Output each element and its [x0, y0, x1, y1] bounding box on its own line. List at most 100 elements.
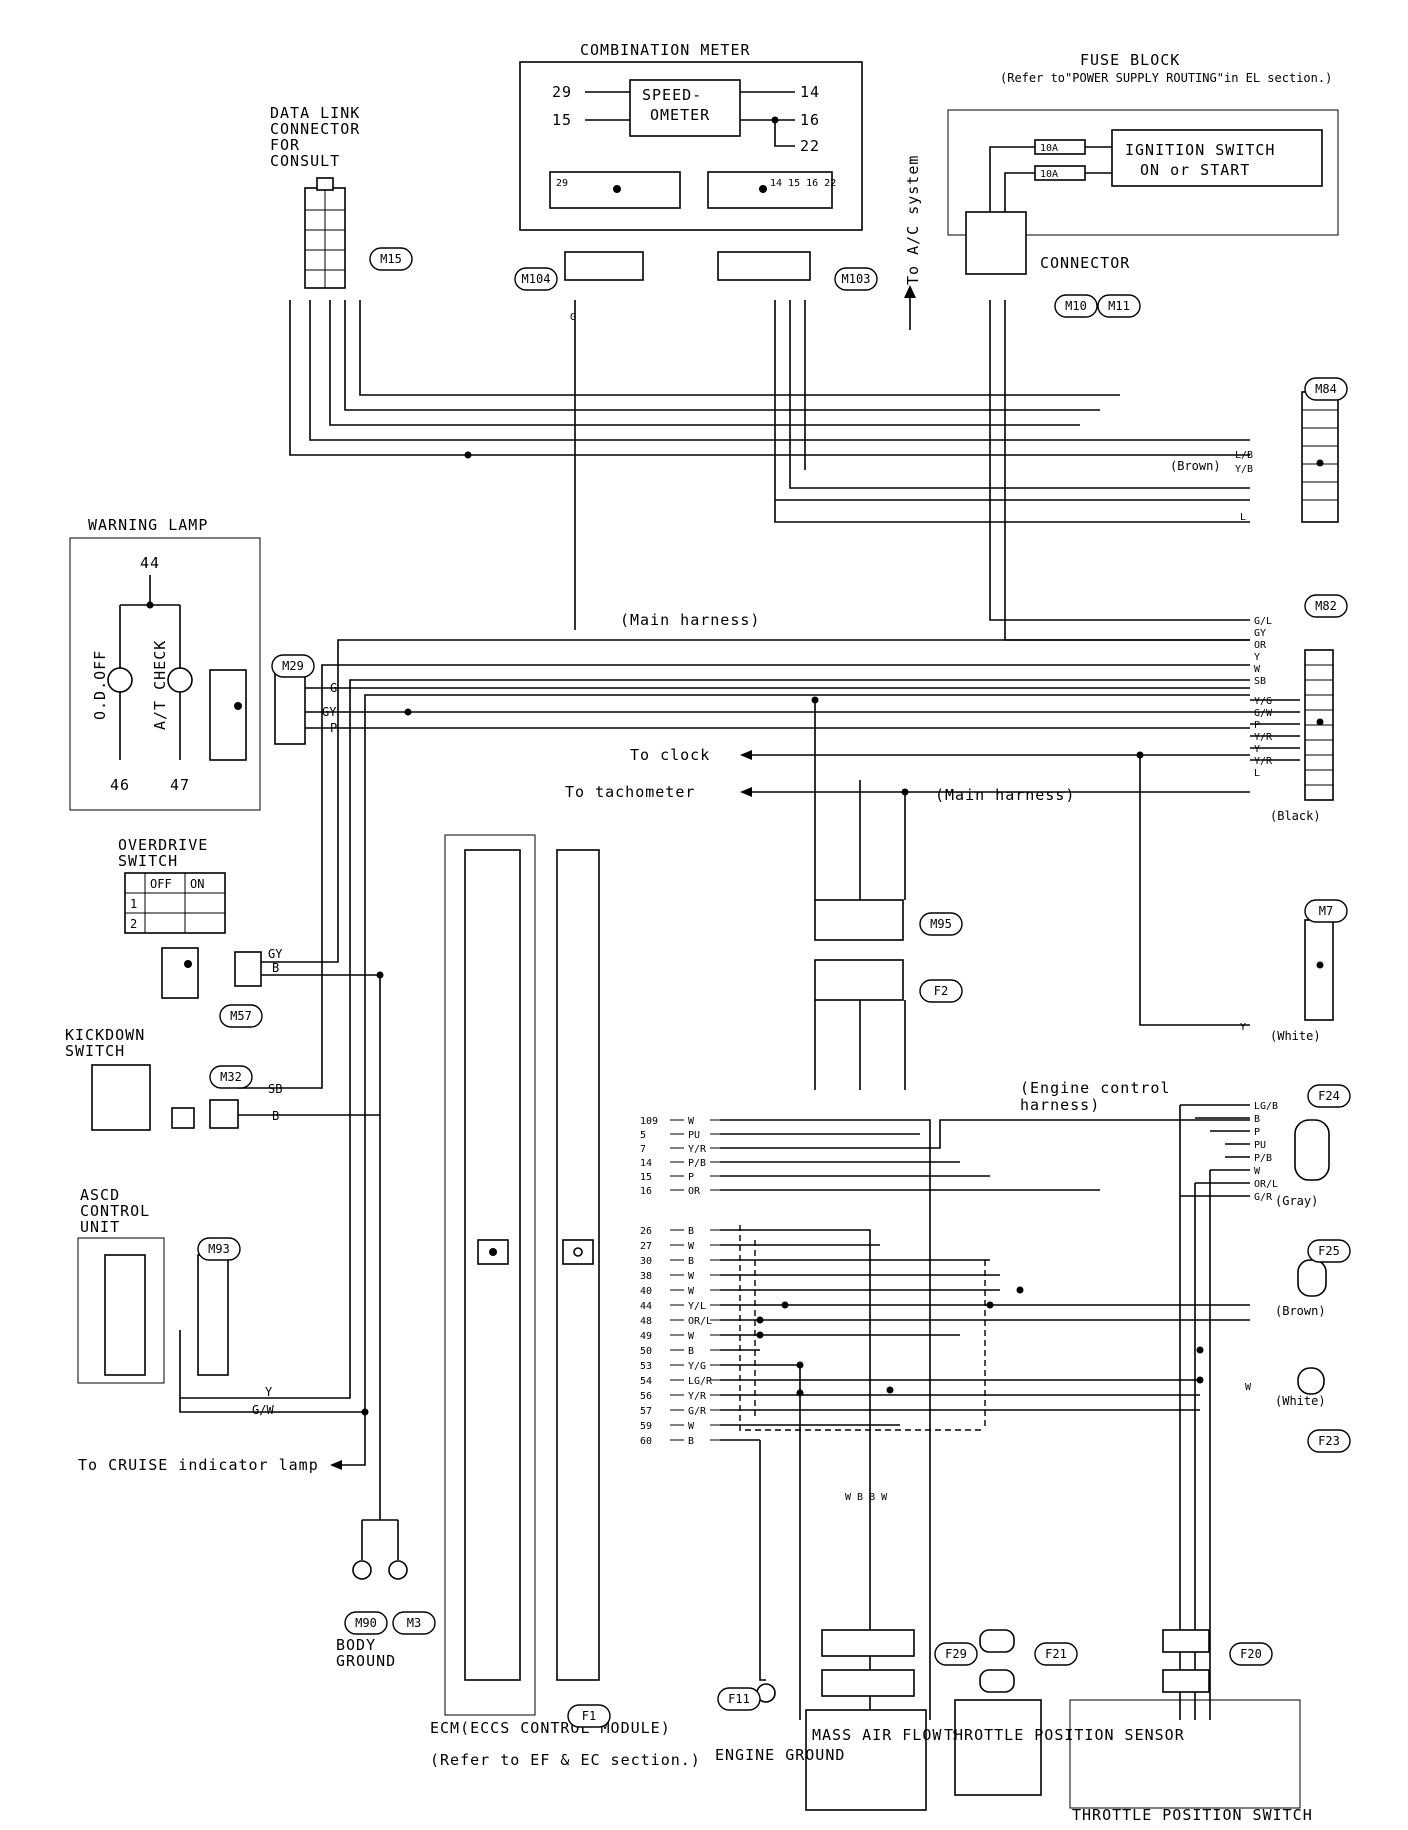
m7-color-label: (White) — [1270, 1029, 1321, 1043]
ecm-wire-pin: 30 — [640, 1256, 652, 1267]
ignition-switch-state: ON or START — [1140, 161, 1250, 179]
connector-tag-label: M104 — [522, 272, 551, 286]
ascd-wire-gw: G/W — [252, 1403, 274, 1417]
connector-tag-label: M29 — [282, 659, 304, 673]
connector-f29 — [821, 1629, 915, 1657]
connector-tag-label: M82 — [1315, 599, 1337, 613]
ecm-wire-color: W — [688, 1116, 695, 1127]
connector-tag-m3: M3 — [392, 1611, 436, 1635]
ignition-switch — [1111, 129, 1323, 187]
ascd-title-1: ASCD — [80, 1186, 120, 1204]
connector-tag-m90: M90 — [344, 1611, 388, 1635]
ecm-wire-color: W — [688, 1271, 695, 1282]
f23-wire-w: W — [1245, 1382, 1252, 1393]
dlc-title-4: CONSULT — [270, 152, 340, 170]
ecm-wire-color: B — [688, 1436, 694, 1447]
connector-m95 — [814, 899, 904, 941]
connector-tag-label: F21 — [1045, 1647, 1067, 1661]
f23-color-label: (White) — [1275, 1394, 1326, 1408]
m82-color-label: (Black) — [1270, 809, 1321, 823]
connector-m10-m11 — [965, 211, 1027, 275]
m82-wire-color: Y/G — [1254, 696, 1272, 707]
connector-m104 — [564, 251, 644, 281]
ignition-switch-label: IGNITION SWITCH — [1125, 141, 1275, 159]
connector-tag-f1: F1 — [567, 1704, 611, 1728]
connector-tag-label: M103 — [842, 272, 871, 286]
kickdown-switch: KICKDOWN SWITCH — [65, 1026, 195, 1131]
m84-color-label: (Brown) — [1170, 459, 1221, 473]
meter-pin-15: 15 — [552, 111, 572, 129]
m82-wire-color: G/L — [1254, 616, 1272, 627]
warning-lamp: WARNING LAMP 44 O.D.OFF A/T CHECK 46 47 — [69, 516, 261, 811]
dlc-title-3: FOR — [270, 136, 300, 154]
connector-tag-m29: M29 — [271, 654, 315, 678]
ecm-wire-color: PU — [688, 1130, 700, 1141]
connector-tag-m10: M10 — [1054, 294, 1098, 318]
overdrive-row-2: 2 — [130, 917, 137, 931]
connector-tag-label: M15 — [380, 252, 402, 266]
connector-m29 — [274, 671, 306, 745]
ecm-wire-pin: 56 — [640, 1391, 652, 1402]
connector-tag-m95: M95 — [919, 912, 963, 936]
m82-wire-color: Y/R — [1254, 756, 1273, 767]
ecm-wire-pin: 48 — [640, 1316, 652, 1327]
tp-switch-title: THROTTLE POSITION SWITCH — [1072, 1806, 1313, 1824]
ground-m90-icon — [352, 1560, 372, 1580]
connector-tag-m84: M84 — [1304, 377, 1348, 401]
svg-text:10A: 10A — [1040, 143, 1058, 154]
speedometer-label-1: SPEED- — [642, 86, 702, 104]
ecm-wire-pin: 49 — [640, 1331, 652, 1342]
kickdown-switch-icon — [91, 1064, 151, 1131]
connector-tag-f21: F21 — [1034, 1642, 1078, 1666]
overdrive-row-1: 1 — [130, 897, 137, 911]
meter-pin-22: 22 — [800, 137, 820, 155]
body-ground-label-1: BODY — [336, 1636, 376, 1654]
f24-wire-color: P/B — [1254, 1153, 1272, 1164]
throttle-position-sensor-icon — [954, 1699, 1042, 1796]
ecm-wire-color: W — [688, 1331, 695, 1342]
m29-wire-p: P — [330, 721, 337, 735]
connector-f24 — [1294, 1119, 1330, 1181]
meter-connector-a-pin: 29 — [556, 178, 568, 189]
connector-tag-m7: M7 — [1304, 899, 1348, 923]
connector-m103 — [717, 251, 811, 281]
svg-text:10A: 10A — [1040, 169, 1058, 180]
throttle-position-switch-box — [1069, 1699, 1301, 1809]
ecm-wire-color: B — [688, 1256, 694, 1267]
connector-tag-label: M95 — [930, 917, 952, 931]
connector-f21 — [979, 1629, 1015, 1653]
connector-tag-label: M32 — [220, 1070, 242, 1084]
fuse-block-note: (Refer to"POWER SUPPLY ROUTING"in EL sec… — [1000, 71, 1332, 85]
ecm-wire-pin: 44 — [640, 1301, 652, 1312]
ecm-wire-color: P — [688, 1172, 694, 1183]
ascd-title-2: CONTROL — [80, 1202, 150, 1220]
m82-wire-color: GY — [1254, 628, 1266, 639]
m82-wire-color: L — [1254, 768, 1260, 779]
connector-tag-m104: M104 — [514, 267, 558, 291]
overdrive-switch: OVERDRIVE SWITCH OFF ON 1 2 — [118, 836, 226, 999]
connector-tag-f11: F11 — [717, 1687, 761, 1711]
m29-wire-gy: GY — [322, 705, 337, 719]
ecm-wire-pin: 16 — [640, 1186, 652, 1197]
connector-tag-f20: F20 — [1229, 1642, 1273, 1666]
to-tachometer-label: To tachometer — [565, 783, 695, 801]
f24-wire-color: OR/L — [1254, 1179, 1278, 1190]
ecm-wire-pin: 54 — [640, 1376, 652, 1387]
kickdown-title-2: SWITCH — [65, 1042, 125, 1060]
connector-tag-m57: M57 — [219, 1004, 263, 1028]
connector-tag-m82: M82 — [1304, 594, 1348, 618]
warning-lamp-pin-46: 46 — [110, 776, 130, 794]
connector-m84 — [1301, 391, 1339, 523]
main-harness-label-2: (Main harness) — [935, 786, 1075, 804]
m82-wire-color: Y — [1254, 652, 1260, 663]
m82-wire-color: W — [1254, 664, 1261, 675]
kickdown-title-1: KICKDOWN — [65, 1026, 145, 1044]
m82-wire-color: P — [1254, 720, 1260, 731]
ecm-wire-color: Y/R — [688, 1391, 707, 1402]
ecm-wire-color: W — [688, 1286, 695, 1297]
connector-m32 — [209, 1099, 239, 1129]
connector-tag-label: F11 — [728, 1692, 750, 1706]
warning-lamp-pin-47: 47 — [170, 776, 190, 794]
f24-color-label: (Gray) — [1275, 1194, 1318, 1208]
